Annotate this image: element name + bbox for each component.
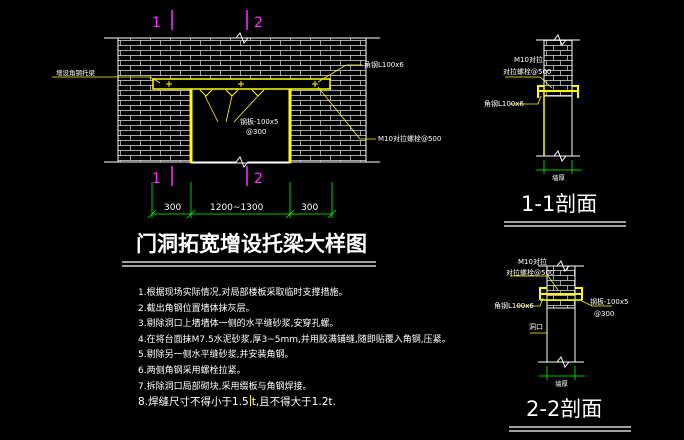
section-2-label-bottom: 2	[254, 171, 263, 187]
top-angle-label: 角钢L100x6	[364, 60, 404, 69]
note-8-part-b: t,且不得大于1.2t.	[251, 396, 336, 409]
drawing-title: 门洞拓宽增设托梁大样图	[136, 232, 367, 256]
left-callout-label: 增设角钢托梁	[56, 68, 96, 77]
note-4: 4.在将台面抹M7.5水泥砂浆,厚3~5mm,并用胶满铺缝,随即贴覆入角钢,压紧…	[138, 334, 451, 345]
section-1-leader-angle	[510, 95, 542, 105]
section-2-break-top	[538, 260, 584, 272]
section-2-opening	[546, 307, 576, 363]
section-1-title: 1-1剖面	[521, 192, 597, 216]
section-1-wall-lower	[543, 95, 573, 157]
section-2-leader-plate	[579, 299, 612, 307]
bolt-marks	[166, 81, 318, 87]
section-2-leader-bolt	[510, 275, 559, 291]
bolt-label: M10对拉螺栓@500	[378, 134, 441, 143]
leader-top-angle	[317, 64, 362, 83]
section-1-bolt-b: 对拉螺栓@500	[503, 67, 551, 76]
section-1-bolt-a: M10对拉	[514, 55, 543, 64]
plate-spacing-label: @300	[246, 128, 266, 136]
section-2-leader-angle	[516, 297, 544, 307]
section-2-bolt-b: 对拉螺栓@500	[506, 268, 554, 277]
dim-right: 300	[301, 203, 318, 213]
title-underline	[122, 261, 376, 267]
section-2-opening-label: 洞口	[529, 322, 543, 331]
section-1-angle: 角钢L100x6	[484, 99, 524, 108]
section-1-label-bottom: 1	[152, 171, 161, 187]
section-2-underline	[509, 426, 631, 432]
section-1-wall-label: 墙厚	[552, 173, 566, 182]
note-1: 1.根据现场实际情况,对局部楼板采取临时支撑措施。	[138, 288, 348, 298]
section-1-leader-bolt	[505, 76, 553, 89]
note-7: 7.拆除洞口局部砌块,采用缀板与角钢焊接。	[138, 381, 312, 392]
main-elevation: 增设角钢托梁 角钢L100x6 钢板-100x5 @300 M10对拉螺栓@50…	[52, 10, 441, 219]
note-6: 6.两侧角钢采用螺栓拉紧。	[138, 365, 246, 376]
section-1-break-bottom	[536, 150, 580, 162]
plate-label: 钢板-100x5	[240, 117, 278, 126]
note-8-part-a: 8.焊缝尺寸不得小于1.5	[138, 396, 249, 409]
section-2-break-bottom	[538, 356, 584, 368]
dimension-chain	[147, 182, 337, 219]
note-5: 5.剔除另一侧水平缝砂浆,并安装角钢。	[138, 350, 294, 361]
dim-middle: 1200~1300	[210, 203, 264, 213]
section-1-view: M10对拉 对拉螺栓@500 角钢L100x6 墙厚 1-1剖面	[484, 34, 626, 227]
section-2-angles	[539, 287, 583, 300]
section-2-bolt-a: M10对拉	[518, 257, 547, 266]
section-2-angle: 角钢L100x6	[494, 301, 534, 310]
door-opening	[190, 88, 291, 164]
section-2-wall-label: 墙厚	[555, 379, 569, 388]
section-2-view: M10对拉 对拉螺栓@500 角钢L100x6 钢板-100x5 @300 洞口…	[494, 257, 631, 432]
section-2-plate-label: 钢板-100x5	[590, 297, 628, 306]
section-1-label-top: 1	[152, 15, 161, 31]
dim-left: 300	[164, 203, 181, 213]
construction-notes: 1.根据现场实际情况,对局部楼板采取临时支撑措施。 2.截出角钢位置墙体抹灰层。…	[138, 286, 451, 411]
note-3: 3.剔除洞口上墙墙体一侧的水平缝砂浆,安穿孔螺。	[138, 319, 339, 330]
break-line-top	[104, 32, 380, 44]
note-2: 2.截出角钢位置墙体抹灰层。	[138, 303, 255, 314]
section-2-title: 2-2剖面	[526, 397, 602, 421]
leader-left-callout	[52, 76, 161, 84]
leader-plate	[204, 95, 259, 123]
break-line-bottom	[104, 156, 380, 168]
leader-bolt	[317, 86, 376, 140]
section-1-underline	[504, 221, 626, 227]
section-2-plate-spacing: @300	[594, 310, 614, 318]
section-1-break-top	[536, 34, 580, 46]
text-cursor	[249, 395, 251, 407]
section-2-label-top: 2	[254, 15, 263, 31]
